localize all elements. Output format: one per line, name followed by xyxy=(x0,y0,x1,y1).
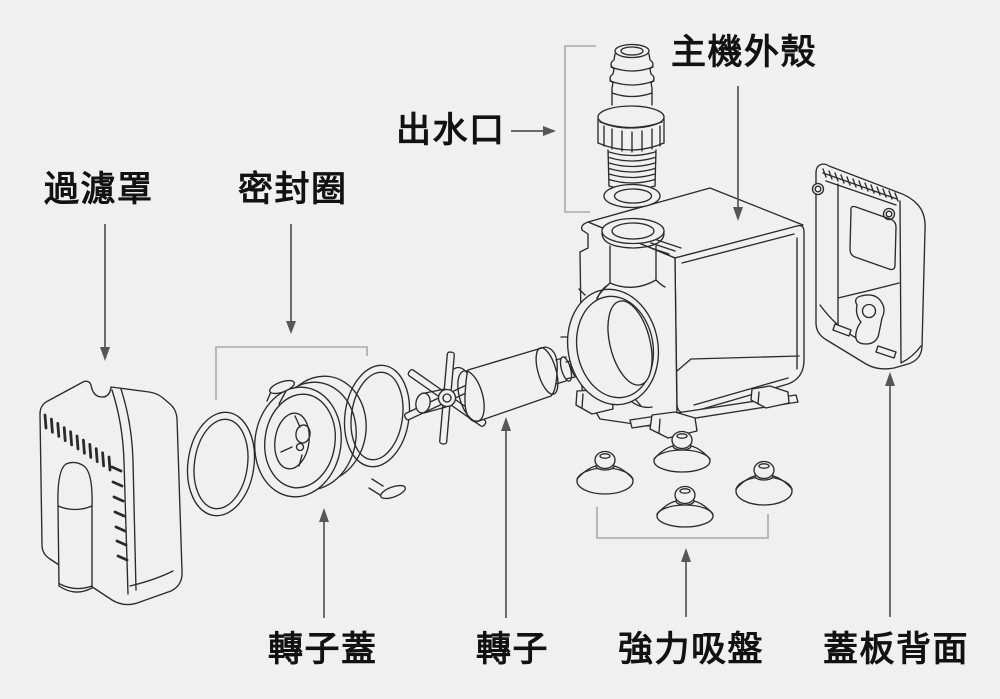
label-water-outlet: 出水口 xyxy=(396,111,506,150)
label-main-housing: 主機外殼 xyxy=(671,33,818,72)
label-suction-cups: 強力吸盤 xyxy=(618,630,765,669)
label-seal-ring: 密封圈 xyxy=(238,170,348,209)
leader-arrow-filter-cover xyxy=(100,224,110,361)
bracket-seal-rings xyxy=(215,346,368,400)
leader-arrow-seal-ring xyxy=(286,224,296,334)
suction-cup-bottom xyxy=(656,485,714,528)
leader-arrow-water-outlet xyxy=(511,126,556,136)
suction-cup-top xyxy=(653,430,711,473)
label-rotor-cover: 轉子蓋 xyxy=(268,630,378,669)
outlet-fitting-part xyxy=(597,43,665,191)
leader-arrow-suction-cups xyxy=(681,548,691,617)
leader-arrow-rotor-cover xyxy=(319,508,329,618)
seal-ring-right-part xyxy=(343,364,411,468)
pump-chamber-opening xyxy=(560,288,660,407)
bracket-outlet xyxy=(564,45,596,213)
top-port xyxy=(596,217,666,299)
rotor-part xyxy=(403,346,580,445)
bracket-suction-cups xyxy=(596,507,769,539)
label-filter-cover: 過濾罩 xyxy=(44,170,154,209)
cover-plate-back-part xyxy=(811,163,926,370)
leader-arrow-rotor xyxy=(501,417,511,618)
leader-arrow-cover-plate xyxy=(885,372,895,617)
rotor-cover-part xyxy=(254,375,407,500)
seal-ring-left-part xyxy=(186,411,256,517)
suction-cup-left xyxy=(576,450,634,495)
outlet-gasket-part xyxy=(603,183,661,209)
suction-cup-right xyxy=(735,460,793,506)
main-housing-part xyxy=(560,187,805,439)
filter-cover-part xyxy=(39,380,183,606)
leader-arrow-main-housing xyxy=(733,86,743,221)
label-rotor: 轉子 xyxy=(476,630,550,669)
label-cover-plate-back: 蓋板背面 xyxy=(823,630,970,669)
